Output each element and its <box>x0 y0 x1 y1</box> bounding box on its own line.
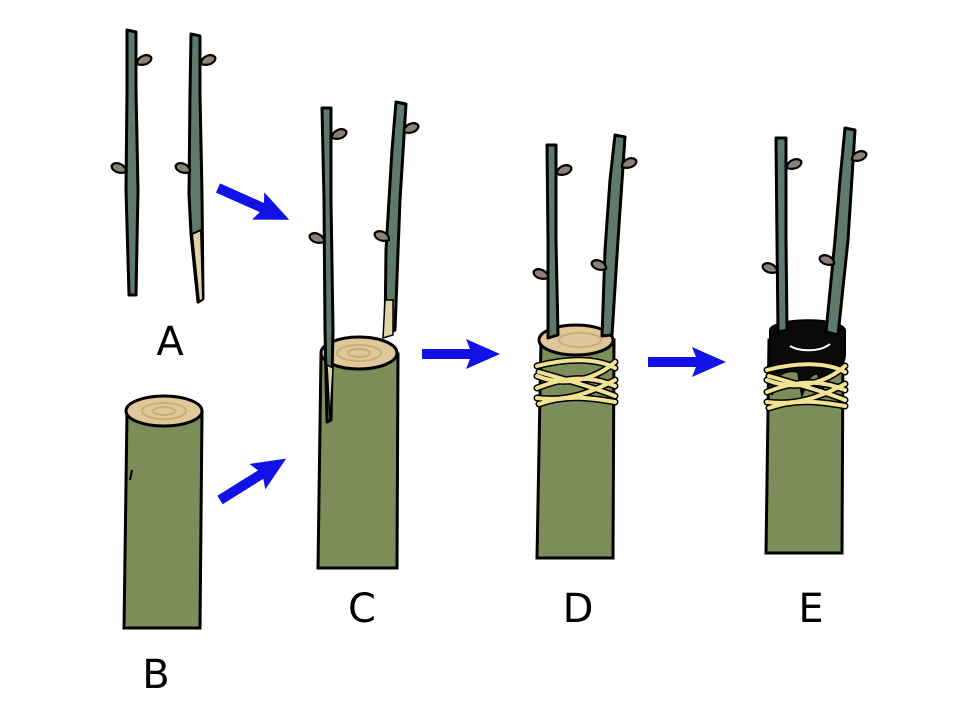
label-stage-e: E <box>798 586 823 632</box>
label-stage-a: A <box>156 319 184 365</box>
scion-twig-right <box>818 126 868 337</box>
scion-twig-left <box>761 136 803 334</box>
scion-wedge-cut <box>190 228 205 304</box>
stock-cut-surface <box>124 394 204 428</box>
label-stage-c: C <box>348 586 376 632</box>
stock-cut-surface <box>319 335 399 371</box>
arrow-d-to-e-icon <box>648 347 726 377</box>
stage-d-bound <box>532 133 638 560</box>
label-stage-b: B <box>142 652 169 698</box>
scion-twig-left <box>308 106 348 424</box>
stage-a-scions <box>110 28 217 304</box>
scion-twig-cut <box>174 32 217 304</box>
stage-c-inserted <box>308 100 420 570</box>
scion-twig-right <box>590 133 638 338</box>
stage-e-sealed <box>761 126 868 555</box>
scion-twig-right <box>373 100 420 340</box>
stage-b-rootstock <box>122 394 204 630</box>
arrow-c-to-d-icon <box>422 339 500 369</box>
arrow-b-to-c-icon <box>212 445 295 513</box>
scion-twig-left <box>532 143 573 340</box>
label-stage-d: D <box>563 586 594 632</box>
scion-twig-plain <box>110 28 153 297</box>
arrow-a-to-c-icon <box>211 174 296 234</box>
